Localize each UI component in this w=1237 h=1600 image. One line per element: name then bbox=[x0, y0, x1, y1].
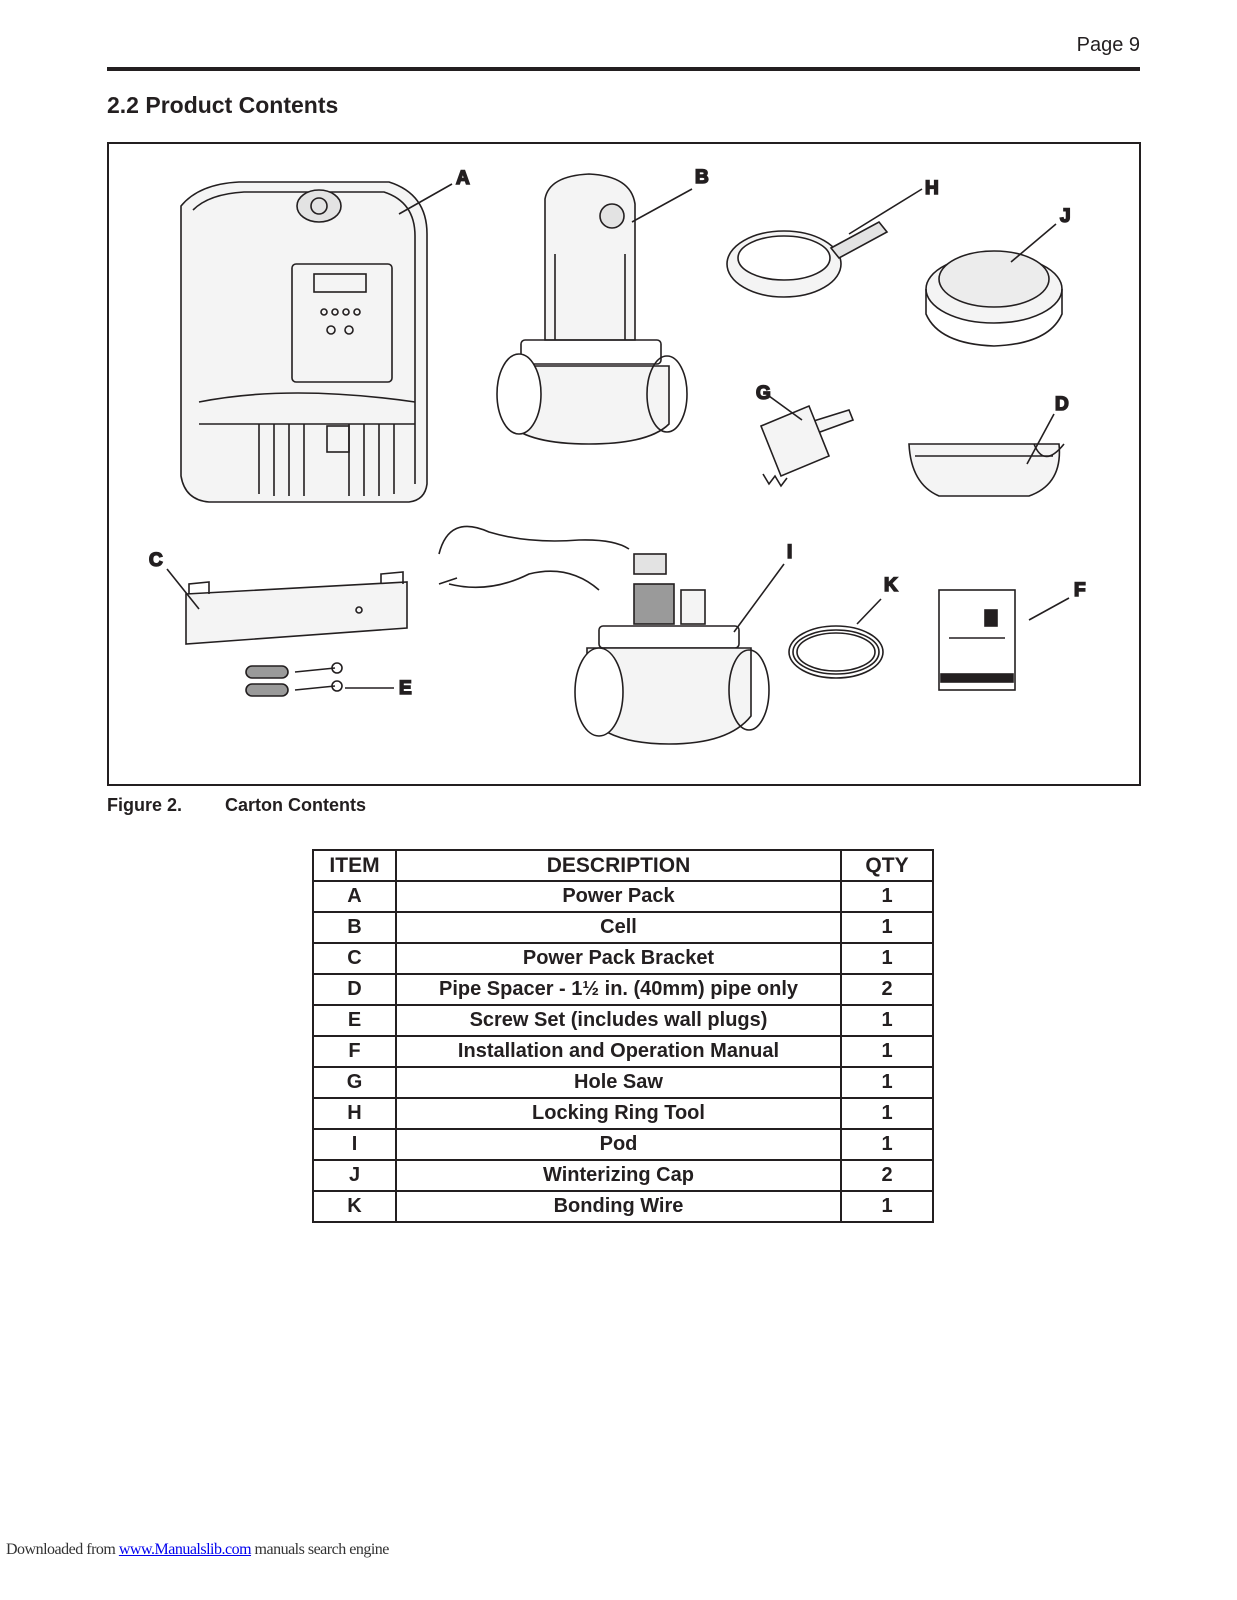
label-a: A bbox=[456, 168, 470, 189]
cell-qty: 1 bbox=[840, 1066, 934, 1099]
screw-set-drawing bbox=[245, 662, 394, 697]
cell-description: Bonding Wire bbox=[395, 1190, 842, 1223]
cell-item: B bbox=[312, 911, 397, 944]
cell-qty: 1 bbox=[840, 1097, 934, 1130]
label-d: D bbox=[1055, 394, 1069, 415]
cell-item: K bbox=[312, 1190, 397, 1223]
label-j: J bbox=[1060, 206, 1071, 227]
cell-drawing bbox=[496, 173, 693, 445]
footer-suffix: manuals search engine bbox=[251, 1541, 390, 1558]
cell-item: F bbox=[312, 1035, 397, 1068]
cell-qty: 1 bbox=[840, 911, 934, 944]
label-b: B bbox=[695, 167, 709, 188]
winterizing-cap-drawing bbox=[925, 223, 1063, 347]
cell-qty: 1 bbox=[840, 880, 934, 913]
bonding-wire-drawing bbox=[788, 598, 884, 679]
locking-ring-tool-drawing bbox=[726, 188, 923, 298]
label-k: K bbox=[884, 575, 898, 596]
cell-description: Power Pack bbox=[395, 880, 842, 913]
pod-drawing bbox=[438, 525, 785, 745]
hole-saw-drawing bbox=[759, 395, 855, 488]
figure-carton-contents: A B H J G D C I K F E bbox=[107, 142, 1141, 786]
cell-qty: 2 bbox=[840, 973, 934, 1006]
power-pack-drawing bbox=[180, 181, 453, 503]
cell-qty: 2 bbox=[840, 1159, 934, 1192]
figure-caption: Figure 2. Carton Contents bbox=[107, 795, 366, 816]
label-h: H bbox=[925, 178, 939, 199]
cell-description: Installation and Operation Manual bbox=[395, 1035, 842, 1068]
header-qty: QTY bbox=[840, 849, 934, 882]
cell-item: A bbox=[312, 880, 397, 913]
cell-description: Screw Set (includes wall plugs) bbox=[395, 1004, 842, 1037]
label-f: F bbox=[1074, 580, 1086, 601]
cell-description: Cell bbox=[395, 911, 842, 944]
manualslib-link[interactable]: www.Manualslib.com bbox=[118, 1541, 252, 1558]
header-rule bbox=[107, 67, 1140, 71]
label-c: C bbox=[149, 550, 163, 571]
page-number: Page 9 bbox=[1076, 34, 1140, 56]
label-e: E bbox=[399, 678, 412, 699]
cell-item: G bbox=[312, 1066, 397, 1099]
cell-description: Pod bbox=[395, 1128, 842, 1161]
cell-item: C bbox=[312, 942, 397, 975]
cell-qty: 1 bbox=[840, 1035, 934, 1068]
caption-number: Figure 2. bbox=[107, 795, 183, 815]
header-item: ITEM bbox=[312, 849, 397, 882]
header-description: DESCRIPTION bbox=[395, 849, 842, 882]
manual-drawing bbox=[938, 589, 1070, 691]
label-i: I bbox=[787, 542, 792, 563]
label-g: G bbox=[756, 383, 771, 404]
cell-item: E bbox=[312, 1004, 397, 1037]
pipe-spacer-drawing bbox=[908, 413, 1065, 497]
cell-qty: 1 bbox=[840, 1004, 934, 1037]
section-title: 2.2 Product Contents bbox=[107, 92, 339, 118]
cell-description: Hole Saw bbox=[395, 1066, 842, 1099]
download-footer: Downloaded from www.Manualslib.com manua… bbox=[6, 1541, 389, 1559]
cell-description: Winterizing Cap bbox=[395, 1159, 842, 1192]
cell-qty: 1 bbox=[840, 1128, 934, 1161]
cell-qty: 1 bbox=[840, 942, 934, 975]
cell-qty: 1 bbox=[840, 1190, 934, 1223]
table-header-row: ITEM DESCRIPTION QTY bbox=[312, 849, 934, 882]
caption-text: Carton Contents bbox=[225, 795, 366, 815]
cell-description: Pipe Spacer - 1½ in. (40mm) pipe only bbox=[395, 973, 842, 1006]
cell-item: D bbox=[312, 973, 397, 1006]
cell-item: H bbox=[312, 1097, 397, 1130]
footer-prefix: Downloaded from bbox=[6, 1541, 119, 1558]
cell-item: I bbox=[312, 1128, 397, 1161]
bracket-drawing bbox=[166, 568, 408, 645]
cell-item: J bbox=[312, 1159, 397, 1192]
cell-description: Power Pack Bracket bbox=[395, 942, 842, 975]
product-illustration: A B H J G D C I K F E bbox=[148, 166, 1086, 745]
cell-description: Locking Ring Tool bbox=[395, 1097, 842, 1130]
